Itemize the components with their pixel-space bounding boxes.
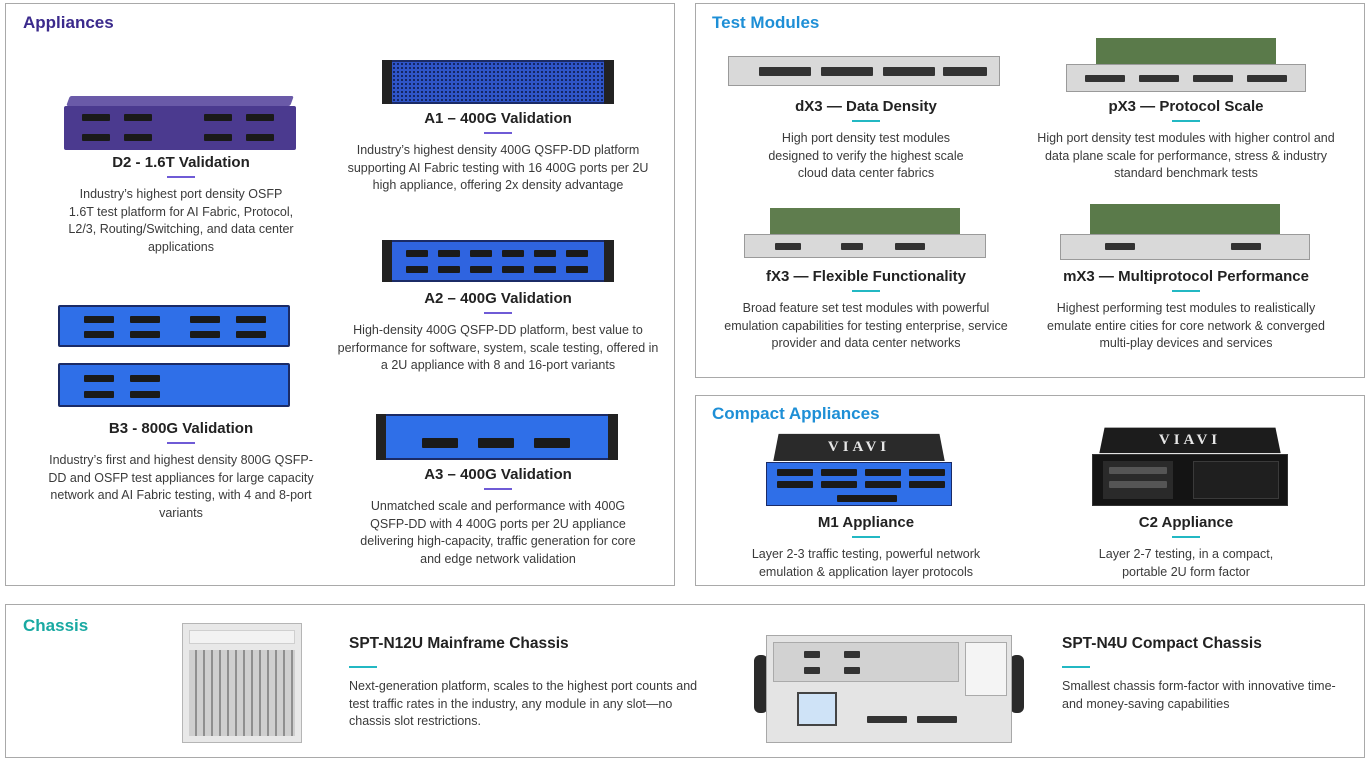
fx3-name: fX3 — Flexible Functionality — [765, 268, 967, 285]
a2-card: A2 – 400G Validation High-density 400G Q… — [336, 290, 660, 375]
appliances-title: Appliances — [23, 13, 114, 32]
dx3-name: dX3 — Data Density — [795, 98, 937, 115]
test-modules-title: Test Modules — [712, 13, 820, 32]
px3-name: pX3 — Protocol Scale — [1108, 98, 1264, 115]
d2-description: Industry’s highest port density OSFP 1.6… — [68, 187, 294, 254]
test-modules-panel: Test Modules dX3 — Data Density High por… — [695, 3, 1365, 378]
c2-card: C2 Appliance Layer 2-7 testing, in a com… — [1036, 514, 1336, 581]
dx3-card: dX3 — Data Density High port density tes… — [716, 98, 1016, 183]
fx3-description: Broad feature set test modules with powe… — [724, 301, 1008, 350]
n4u-chassis-image — [754, 635, 1024, 745]
a3-name: A3 – 400G Validation — [424, 466, 572, 483]
n12u-divider — [349, 666, 377, 668]
d2-divider — [167, 176, 195, 178]
dx3-description: High port density test modules designed … — [768, 131, 964, 180]
d2-appliance-image — [64, 96, 296, 150]
fx3-divider — [852, 290, 880, 292]
px3-card: pX3 — Protocol Scale High port density t… — [1026, 98, 1346, 183]
b3-divider — [167, 442, 195, 444]
a1-card: A1 – 400G Validation Industry’s highest … — [336, 110, 660, 195]
px3-divider — [1172, 120, 1200, 122]
n12u-description: Next-generation platform, scales to the … — [349, 679, 698, 728]
mx3-description: Highest performing test modules to reali… — [1047, 301, 1325, 350]
d2-name: D2 - 1.6T Validation — [112, 154, 250, 171]
a2-name: A2 – 400G Validation — [424, 290, 572, 307]
a1-appliance-image — [382, 60, 614, 104]
c2-name: C2 Appliance — [1138, 514, 1234, 531]
c2-logo: VIAVI — [1158, 432, 1222, 448]
m1-divider — [852, 536, 880, 538]
m1-logo: VIAVI — [827, 439, 891, 455]
a1-description: Industry’s highest density 400G QSFP-DD … — [347, 143, 649, 192]
mx3-name: mX3 — Multiprotocol Performance — [1063, 268, 1309, 285]
px3-module-image — [1066, 38, 1306, 94]
a2-description: High-density 400G QSFP-DD platform, best… — [337, 323, 659, 372]
n4u-divider — [1062, 666, 1090, 668]
b3-card: B3 - 800G Validation Industry’s first an… — [46, 420, 316, 522]
n12u-name: SPT-N12U Mainframe Chassis — [349, 635, 569, 652]
c2-divider — [1172, 536, 1200, 538]
a1-name: A1 – 400G Validation — [424, 110, 572, 127]
m1-name: M1 Appliance — [817, 514, 915, 531]
n12u-chassis-image — [182, 623, 302, 743]
b3-description: Industry’s first and highest density 800… — [48, 453, 314, 520]
compact-appliances-panel: Compact Appliances VIAVI M1 Appliance La… — [695, 395, 1365, 586]
px3-description: High port density test modules with high… — [1037, 131, 1335, 180]
chassis-panel: Chassis SPT-N12U Mainframe Chassis Next-… — [5, 604, 1365, 758]
appliances-panel: Appliances D2 - 1.6T Validation Industry… — [5, 3, 675, 586]
fx3-card: fX3 — Flexible Functionality Broad featu… — [716, 268, 1016, 353]
mx3-divider — [1172, 290, 1200, 292]
m1-appliance-image: VIAVI — [766, 432, 952, 508]
a3-divider — [484, 488, 512, 490]
m1-description: Layer 2-3 traffic testing, powerful netw… — [751, 547, 981, 579]
n4u-name: SPT-N4U Compact Chassis — [1062, 635, 1262, 652]
n4u-card: SPT-N4U Compact Chassis Smallest chassis… — [1062, 635, 1352, 713]
n12u-slots — [189, 650, 295, 736]
n12u-card: SPT-N12U Mainframe Chassis Next-generati… — [349, 635, 699, 731]
a3-appliance-image — [376, 414, 618, 460]
c2-description: Layer 2-7 testing, in a compact, portabl… — [1098, 547, 1274, 579]
dx3-module-image — [728, 56, 1000, 86]
dx3-divider — [852, 120, 880, 122]
b3-name: B3 - 800G Validation — [108, 420, 254, 437]
mx3-card: mX3 — Multiprotocol Performance Highest … — [1026, 268, 1346, 353]
b3-appliance-image — [58, 305, 290, 409]
m1-card: M1 Appliance Layer 2-3 traffic testing, … — [716, 514, 1016, 581]
a3-card: A3 – 400G Validation Unmatched scale and… — [336, 466, 660, 568]
fx3-module-image — [744, 208, 986, 260]
a2-divider — [484, 312, 512, 314]
a1-divider — [484, 132, 512, 134]
d2-card: D2 - 1.6T Validation Industry’s highest … — [46, 154, 316, 256]
c2-appliance-image: VIAVI — [1092, 426, 1288, 508]
compact-appliances-title: Compact Appliances — [712, 404, 880, 423]
mx3-module-image — [1060, 204, 1310, 262]
chassis-title: Chassis — [23, 616, 89, 635]
n4u-description: Smallest chassis form-factor with innova… — [1062, 679, 1336, 711]
a2-appliance-image — [382, 240, 614, 282]
a3-description: Unmatched scale and performance with 400… — [360, 499, 636, 566]
